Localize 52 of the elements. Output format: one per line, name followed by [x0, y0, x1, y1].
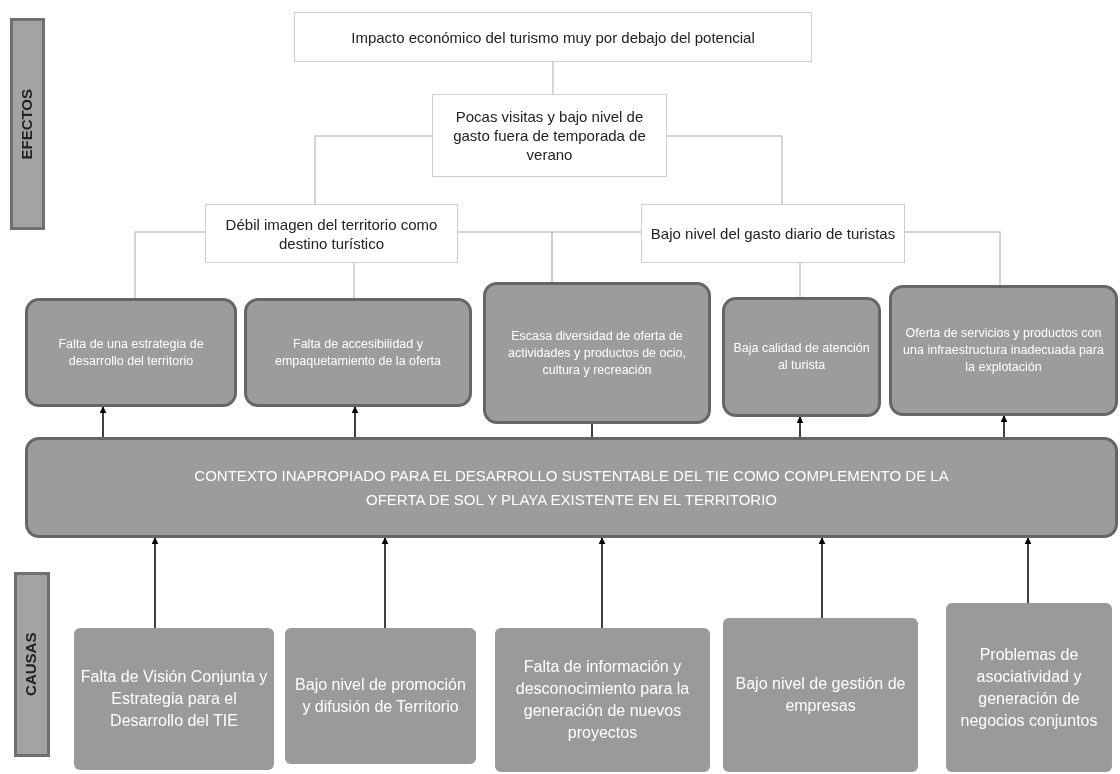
node-text: Escasa diversidad de oferta de actividades y productos de ocio, cultura y recreación — [507, 327, 687, 379]
node-text: Bajo nivel de promoción y difusión de Territorio — [294, 675, 467, 717]
effect-box — [483, 282, 711, 424]
node-text: Problemas de asociatividad y generación de negocios conjuntos — [959, 644, 1099, 731]
node-text: Pocas visitas y bajo nivel de gasto fuera de temporada de verano — [452, 107, 647, 164]
central-problem-box — [25, 437, 1118, 538]
effect-box — [25, 298, 237, 407]
connector-line — [666, 135, 783, 205]
cause-box — [285, 628, 476, 764]
arrow — [1000, 415, 1008, 438]
section-label: CAUSAS — [21, 632, 41, 697]
effect-box — [205, 204, 458, 263]
connector-line — [353, 262, 355, 299]
effect-box — [889, 285, 1118, 416]
node-text: Débil imagen del territorio como destino turístico — [224, 214, 439, 253]
connector-line — [591, 423, 593, 438]
arrow — [1024, 537, 1032, 604]
arrow — [598, 537, 606, 629]
node-text: Falta de accesibilidad y empaquetamiento de la oferta — [273, 335, 443, 370]
node-text: Oferta de servicios y productos con una infraestructura inadecuada para la explotación — [902, 325, 1105, 376]
arrow — [818, 537, 826, 619]
connector-line — [904, 231, 1001, 286]
node-text: Bajo nivel del gasto diario de turistas — [650, 224, 896, 243]
node-text: Falta de una estrategia de desarrollo del territorio — [57, 335, 205, 370]
effect-box — [722, 297, 881, 417]
node-text: Falta de Visión Conjunta y Estrategia para el Desarrollo del TIE — [79, 667, 269, 731]
cause-box — [74, 628, 274, 770]
cause-box — [723, 618, 918, 772]
effect-box — [641, 204, 905, 263]
effect-box — [432, 94, 667, 177]
connector-line — [314, 135, 433, 205]
connector-line — [134, 231, 206, 299]
node-text: Baja calidad de atención al turista — [733, 340, 870, 374]
node-text: Impacto económico del turismo muy por debajo del potencial — [351, 27, 755, 47]
node-text: CONTEXTO INAPROPIADO PARA EL DESARROLLO SUSTENTABLE DEL TIE COMO COMPLEMENTO DE LA OFERTA DE SOL Y PLAYA EXISTENTE EN EL TERRITORIO — [193, 465, 950, 510]
connector-line — [799, 262, 801, 298]
effect-box — [244, 298, 472, 407]
node-text: Falta de información y desconocimiento para la generación de nuevos proyectos — [514, 657, 691, 743]
arrow — [151, 537, 159, 629]
cause-box — [946, 603, 1112, 772]
node-text: Bajo nivel de gestión de empresas — [734, 674, 907, 716]
arrow — [796, 416, 804, 438]
section-band — [14, 572, 50, 757]
arrow — [351, 406, 359, 438]
arrow — [381, 537, 389, 629]
arrow — [99, 406, 107, 438]
connector-line — [551, 231, 642, 283]
cause-box — [495, 628, 710, 772]
effect-box — [294, 12, 812, 62]
section-label: EFECTOS — [17, 88, 37, 160]
connector-line — [552, 61, 554, 95]
section-band — [10, 18, 45, 230]
